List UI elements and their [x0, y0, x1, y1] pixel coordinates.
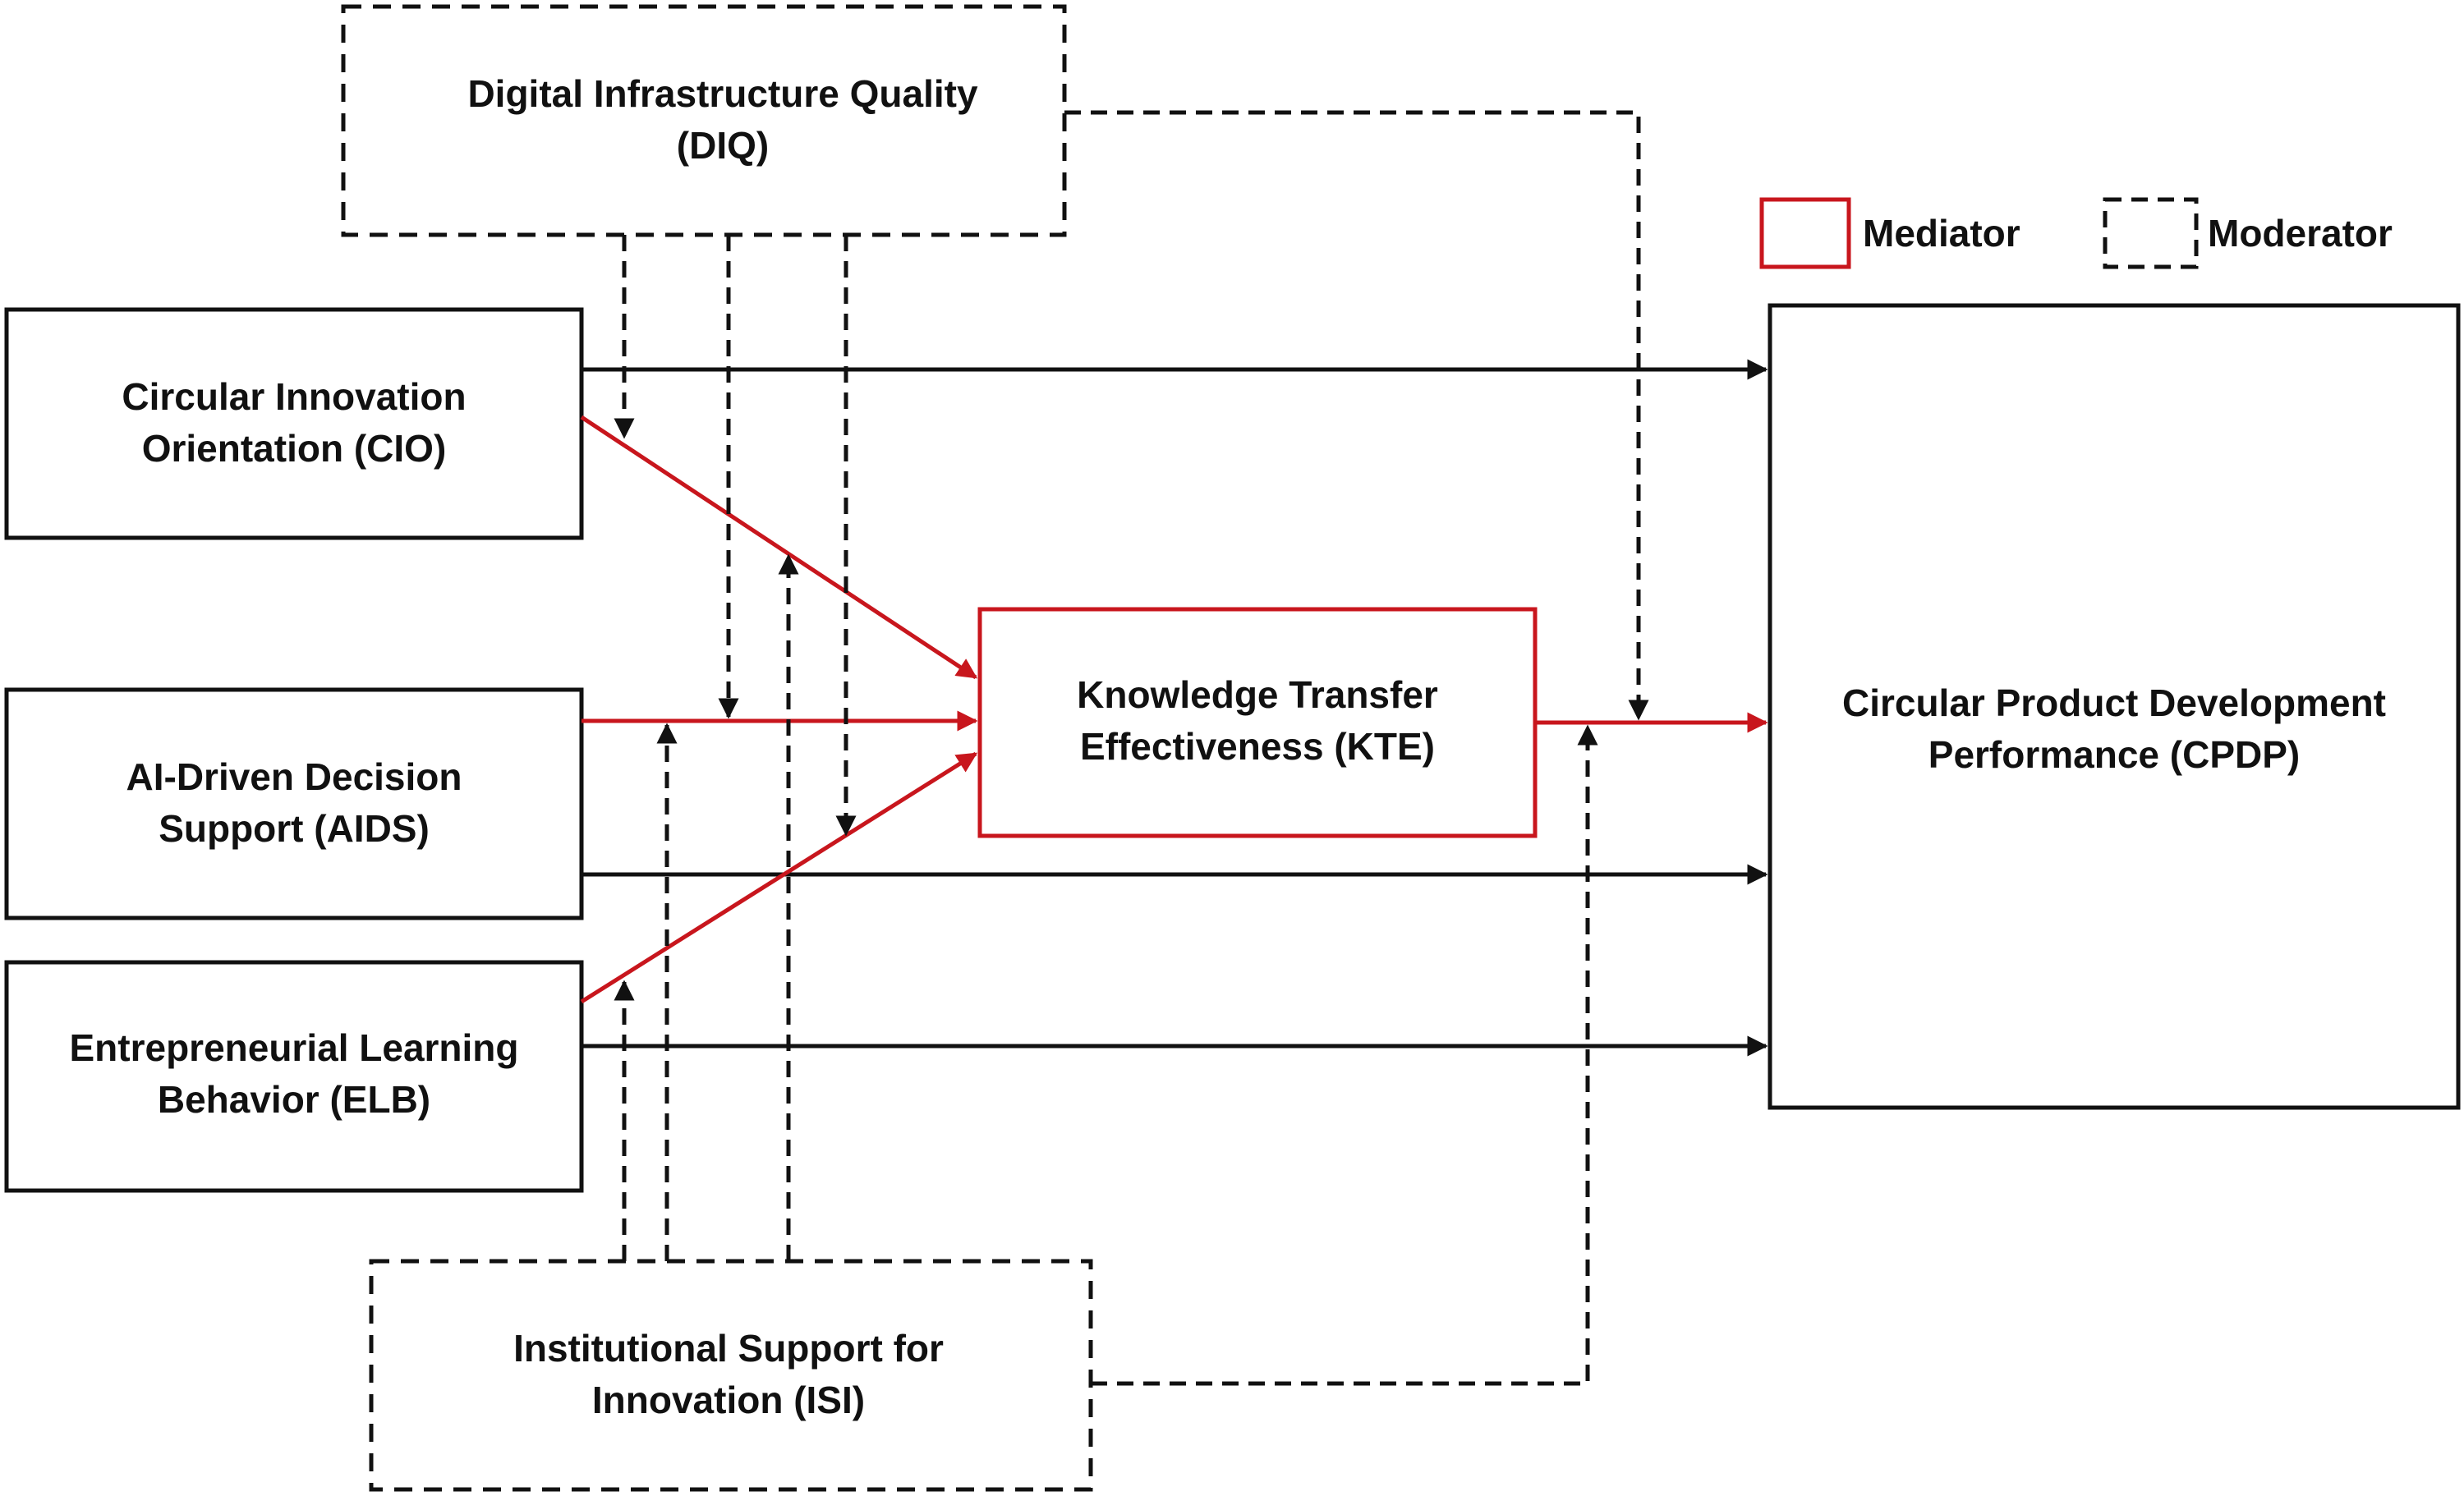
diq-box	[341, 4, 1067, 237]
legend-mediator-label: Mediator	[1863, 212, 2020, 255]
cpdp-label-line2: Performance (CPDP)	[1928, 733, 2300, 776]
diq-label-line2: (DIQ)	[677, 124, 769, 167]
diq-label-line1: Digital Infrastructure Quality	[467, 72, 978, 115]
isi-label-line2: Innovation (ISI)	[592, 1379, 865, 1421]
diq-moderates-kte-cpdp	[1064, 110, 1649, 721]
aids-label-line2: Support (AIDS)	[159, 807, 430, 850]
legend-mediator-swatch	[1759, 197, 1851, 269]
elb-label-line2: Behavior (ELB)	[158, 1078, 430, 1121]
cio-label-line2: Orientation (CIO)	[142, 427, 447, 470]
elb-box	[4, 960, 584, 1193]
isi-label-line1: Institutional Support for	[513, 1327, 944, 1370]
kte-label-line1: Knowledge Transfer	[1077, 673, 1438, 716]
elb-label-line1: Entrepreneurial Learning	[69, 1026, 518, 1069]
aids-box	[4, 687, 584, 920]
isi-box	[369, 1259, 1093, 1492]
elb-kte-arrow	[580, 751, 978, 1004]
cio-box	[4, 307, 584, 540]
legend-moderator-swatch	[2103, 197, 2199, 269]
legend-moderator-label: Moderator	[2208, 212, 2393, 255]
kte-box	[977, 607, 1538, 838]
kte-label-line2: Effectiveness (KTE)	[1080, 725, 1435, 768]
cpdp-box	[1768, 303, 2461, 1110]
cio-label-line1: Circular Innovation	[122, 375, 466, 418]
cio-kte-arrow	[580, 415, 978, 680]
cpdp-label-line1: Circular Product Development	[1842, 681, 2386, 724]
aids-label-line1: AI-Driven Decision	[126, 755, 462, 798]
isi-moderates-kte-cpdp	[1091, 724, 1598, 1386]
